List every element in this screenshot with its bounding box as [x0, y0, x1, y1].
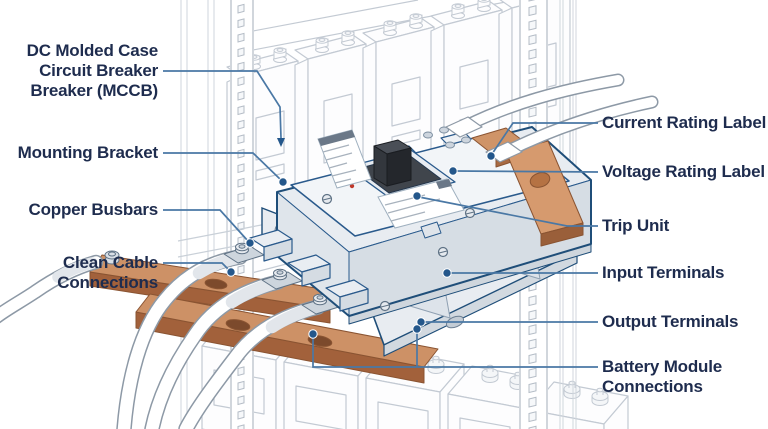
- rating-label: [317, 129, 372, 189]
- callout-output-terminals: Output Terminals: [602, 312, 739, 331]
- callout-mccb-line1: DC Molded Case: [26, 41, 159, 60]
- leader-mounting-bracket: [163, 152, 283, 182]
- callout-copper-busbars: Copper Busbars: [28, 200, 159, 219]
- leader-lines: [163, 70, 599, 368]
- output-terminal-blocks: [249, 229, 369, 312]
- output-cables: [0, 249, 326, 429]
- status-indicator: [349, 183, 355, 189]
- leader-current-rating: [491, 122, 598, 155]
- leader-clean-cable: [163, 262, 230, 271]
- callout-mounting-bracket: Mounting Bracket: [17, 143, 159, 162]
- leader-copper-busbars: [163, 209, 249, 242]
- callout-battery-module-connections: Battery Module Connections: [602, 357, 722, 396]
- callout-mccb-line3: Breaker (MCCB): [30, 81, 158, 100]
- callout-clean-cable-connections: Clean Cable Connections: [57, 253, 158, 292]
- leader-dots: [226, 151, 496, 339]
- leader-mccb: [163, 70, 285, 147]
- callout-trip-unit: Trip Unit: [602, 216, 670, 235]
- leader-battery-module: [312, 331, 598, 368]
- leader-voltage-rating: [454, 170, 599, 173]
- callout-voltage-rating-label: Voltage Rating Label: [602, 162, 765, 181]
- callout-mccb: DC Molded Case Circuit Breaker Breaker (…: [26, 41, 159, 101]
- callout-input-terminals: Input Terminals: [602, 263, 725, 282]
- callout-mccb-line2: Circuit Breaker: [39, 61, 158, 80]
- leader-trip-unit: [418, 196, 598, 227]
- callout-current-rating-label: Current Rating Label: [602, 113, 767, 132]
- panel-screws: [321, 193, 476, 312]
